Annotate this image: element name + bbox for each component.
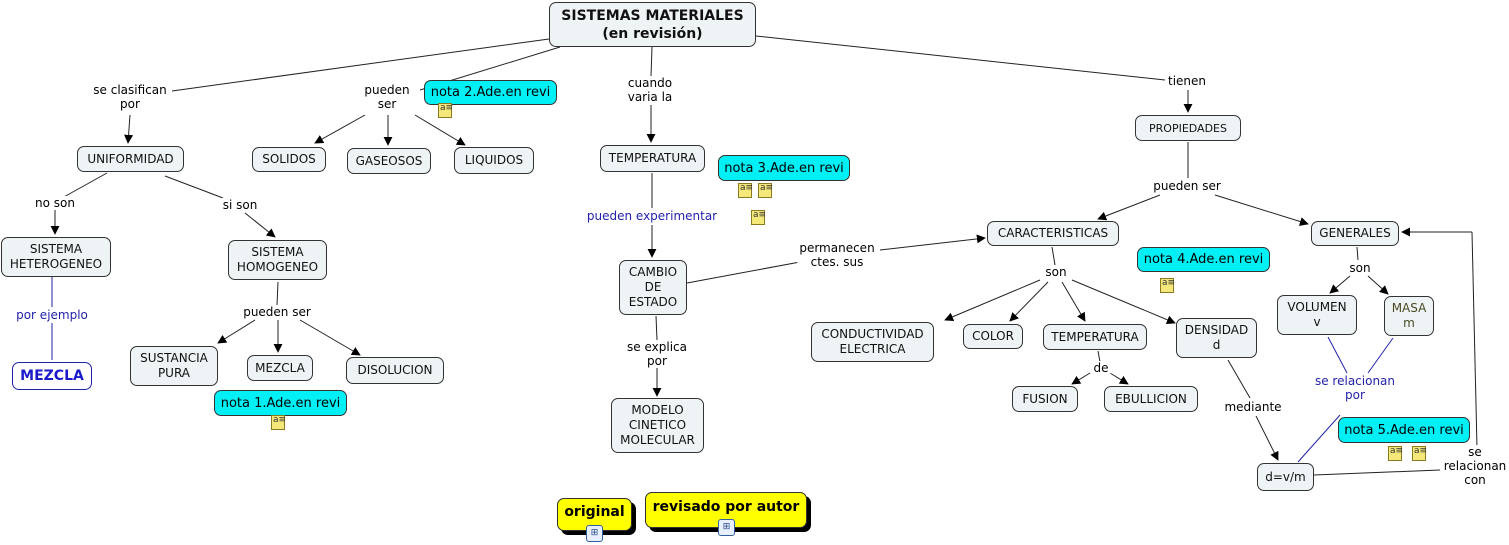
concept-masa[interactable]: MASA m: [1384, 296, 1434, 336]
note-icon[interactable]: a≡: [1388, 446, 1403, 461]
concept-mezcla-ejemplo[interactable]: MEZCLA: [12, 362, 92, 390]
concept-propiedades[interactable]: PROPIEDADES: [1135, 115, 1241, 141]
revisado-map-link[interactable]: revisado por autor: [645, 492, 807, 528]
note-icon[interactable]: a≡: [271, 415, 286, 430]
concept-generales[interactable]: GENERALES: [1311, 221, 1399, 246]
concept-sistemas-materiales[interactable]: SISTEMAS MATERIALES (en revisión): [549, 2, 756, 47]
link-si-son: si son: [220, 198, 260, 212]
note-2[interactable]: nota 2.Ade.en revi: [424, 80, 557, 105]
link-se-explica-por: se explica por: [625, 340, 689, 368]
concept-gaseosos[interactable]: GASEOSOS: [347, 148, 431, 174]
concept-sistema-heterogeneo[interactable]: SISTEMA HETEROGENEO: [1, 237, 111, 277]
link-mediante: mediante: [1222, 400, 1284, 414]
link-son: son: [1043, 265, 1069, 279]
concept-solidos[interactable]: SOLIDOS: [252, 147, 326, 172]
concept-color[interactable]: COLOR: [963, 324, 1023, 349]
concept-fusion[interactable]: FUSION: [1012, 386, 1078, 412]
concept-caracteristicas[interactable]: CARACTERISTICAS: [987, 221, 1119, 246]
link-de: de: [1091, 361, 1111, 375]
concept-densidad[interactable]: DENSIDAD d: [1176, 318, 1257, 358]
link-son-2: son: [1347, 261, 1373, 275]
note-1[interactable]: nota 1.Ade.en revi: [214, 390, 347, 416]
concept-conductividad-electrica[interactable]: CONDUCTIVIDAD ELECTRICA: [811, 322, 934, 362]
note-4[interactable]: nota 4.Ade.en revi: [1137, 247, 1270, 272]
concept-map-icon[interactable]: ⊞: [718, 519, 735, 536]
link-cuando-varia-la: cuando varia la: [625, 76, 675, 104]
concept-map-icon[interactable]: ⊞: [586, 525, 603, 542]
link-pueden-ser-2: pueden ser: [241, 305, 313, 319]
concept-sistema-homogeneo[interactable]: SISTEMA HOMOGENEO: [228, 240, 327, 280]
note-icon[interactable]: a≡: [1412, 446, 1427, 461]
link-permanecen-ctes: permanecen ctes. sus: [797, 241, 877, 269]
note-icon[interactable]: a≡: [751, 210, 766, 225]
note-3[interactable]: nota 3.Ade.en revi: [718, 155, 850, 181]
link-pueden-experimentar: pueden experimentar: [584, 209, 720, 223]
concept-liquidos[interactable]: LIQUIDOS: [454, 147, 534, 174]
concept-ebullicion[interactable]: EBULLICION: [1104, 386, 1198, 412]
concept-sustancia-pura[interactable]: SUSTANCIA PURA: [130, 346, 218, 386]
link-se-relacionan-por: se relacionan por: [1312, 374, 1398, 402]
concept-uniformidad[interactable]: UNIFORMIDAD: [77, 146, 184, 172]
note-icon[interactable]: a≡: [758, 183, 773, 198]
concept-disolucion[interactable]: DISOLUCION: [346, 357, 444, 384]
concept-volumen[interactable]: VOLUMEN v: [1277, 295, 1357, 335]
link-por-ejemplo: por ejemplo: [14, 308, 90, 322]
link-se-relacionan-con: se relacionan con: [1441, 445, 1509, 487]
note-icon[interactable]: a≡: [738, 183, 753, 198]
concept-temperatura-2[interactable]: TEMPERATURA: [1043, 324, 1147, 350]
concept-temperatura[interactable]: TEMPERATURA: [600, 145, 705, 172]
link-se-clasifican-por: se clasifican por: [91, 83, 169, 111]
link-tienen: tienen: [1165, 74, 1209, 88]
concept-cambio-de-estado[interactable]: CAMBIO DE ESTADO: [619, 260, 687, 315]
concept-modelo-cinetico-molecular[interactable]: MODELO CINETICO MOLECULAR: [611, 398, 704, 453]
concept-formula-densidad[interactable]: d=v/m: [1257, 463, 1314, 491]
concept-mezcla[interactable]: MEZCLA: [247, 355, 313, 381]
link-pueden-ser: pueden ser: [362, 83, 412, 111]
original-map-link[interactable]: original: [557, 498, 632, 531]
note-icon[interactable]: a≡: [438, 103, 453, 118]
link-pueden-ser-3: pueden ser: [1151, 179, 1223, 193]
note-icon[interactable]: a≡: [1160, 278, 1175, 293]
note-5[interactable]: nota 5.Ade.en revi: [1338, 417, 1470, 443]
link-no-son: no son: [33, 196, 77, 210]
